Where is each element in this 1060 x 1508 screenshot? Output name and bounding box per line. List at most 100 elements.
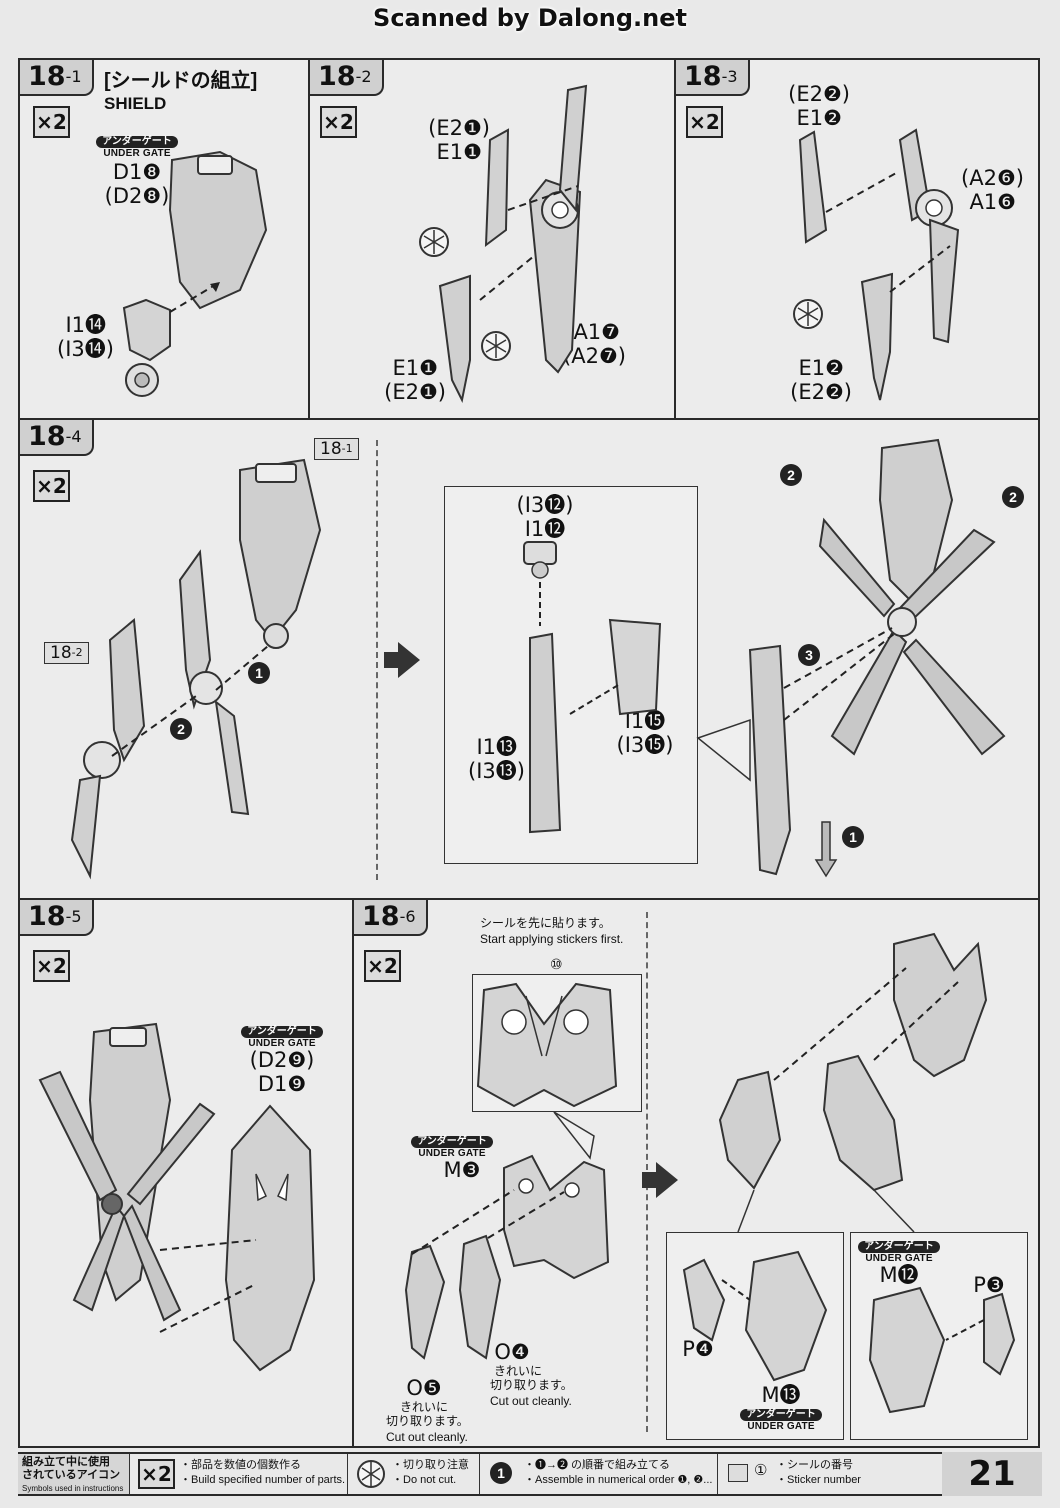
part-label: (E2❶): [384, 380, 446, 404]
part-label: (I3⓯): [616, 733, 674, 757]
legend-title: 組み立て中に使用: [22, 1456, 110, 1468]
armor-parts-drawing: [404, 932, 1016, 1414]
do-not-cut-icon: [357, 1460, 385, 1488]
next-arrow: [384, 642, 420, 678]
sticker-note: シールを先に貼ります。: [480, 916, 611, 930]
icon-legend: 組み立て中に使用 されているアイコン Symbols used in instr…: [18, 1452, 1042, 1496]
cut-note: きれいに: [494, 1364, 543, 1378]
step-18-3-panel: 18-3 ×2 (E2❷) E1❷ (A2❻) A1❻ E1❷ (E2❷): [674, 58, 1040, 420]
step-order-badge: 1: [842, 826, 864, 848]
cut-note-en: Cut out cleanly.: [490, 1394, 572, 1408]
part-label: (I3⓬): [516, 493, 574, 517]
part-label: P❸: [973, 1273, 1005, 1297]
step-order-badge: 1: [248, 662, 270, 684]
part-label: (I3⓮): [57, 337, 114, 361]
part-label: I1⓭: [476, 735, 517, 759]
part-label: A1❼: [573, 320, 620, 344]
sticker-note-en: Start applying stickers first.: [480, 932, 624, 946]
step-order-badge: 2: [1002, 486, 1024, 508]
part-label: O❹: [494, 1340, 530, 1364]
legend-text: ・シールの番号: [776, 1459, 853, 1471]
x2-icon: ×2: [364, 950, 401, 982]
legend-order-cell: 1 ・❶→❷ の順番で組み立てる ・Assemble in numerical …: [480, 1454, 718, 1494]
step-18-2-panel: 18-2 ×2 (E2❶) E1❶ A1❼ (A2❼) E1❶ (E2❶): [308, 58, 676, 420]
watermark: Scanned by Dalong.net: [373, 4, 687, 32]
legend-sticker-cell: ① ・シールの番号 ・Sticker number: [718, 1454, 898, 1494]
step-number: 18-5: [20, 900, 94, 936]
part-label: M❸: [443, 1158, 481, 1182]
legend-text: ・❶→❷ の順番で組み立てる: [524, 1459, 671, 1471]
reference-18-1: 18-1: [314, 438, 359, 460]
x2-icon: ×2: [33, 470, 70, 502]
step-number: 18-3: [676, 60, 750, 96]
x2-icon: ×2: [33, 950, 70, 982]
step-18-6-panel: 18-6 ×2 シールを先に貼ります。 Start applying stick…: [352, 898, 1040, 1448]
x2-icon: ×2: [138, 1459, 175, 1489]
step-order-badge: 2: [170, 718, 192, 740]
part-label: (E2❷): [788, 82, 850, 106]
part-label: (D2❾): [249, 1048, 315, 1072]
step-order-badge: 3: [798, 644, 820, 666]
legend-x2-cell: ×2 ・部品を数値の個数作る ・Build specified number o…: [130, 1454, 348, 1494]
part-label: E1❷: [798, 356, 844, 380]
part-label: (I3⓭): [468, 759, 525, 783]
legend-text: ・部品を数値の個数作る: [180, 1459, 301, 1471]
cut-note: きれいに: [400, 1400, 449, 1414]
step-number: 18-4: [20, 420, 94, 456]
part-label: D1❽: [112, 160, 162, 184]
part-label: E1❶: [392, 356, 438, 380]
legend-text: ・Sticker number: [776, 1474, 861, 1486]
step-number: 18-6: [354, 900, 428, 936]
part-label: (A2❻): [961, 166, 1024, 190]
shield-part-drawing: [122, 150, 268, 397]
step-subtitle: SHIELD: [104, 94, 167, 113]
x2-icon: ×2: [33, 106, 70, 138]
legend-text: ・切り取り注意: [392, 1459, 469, 1471]
part-label: E1❷: [796, 106, 842, 130]
part-label: O❺: [406, 1376, 442, 1400]
cut-note: 切り取ります。: [490, 1378, 573, 1392]
part-label: (A2❼): [563, 344, 626, 368]
legend-text: ・Build specified number of parts.: [180, 1474, 346, 1486]
part-label: E1❶: [436, 140, 482, 164]
x2-icon: ×2: [686, 106, 723, 138]
sticker-icon: [728, 1464, 748, 1482]
wing-part-drawing: [793, 128, 960, 401]
part-label: (E2❷): [790, 380, 852, 404]
divider-line: [376, 440, 378, 880]
legend-cut-cell: ・切り取り注意 ・Do not cut.: [348, 1454, 480, 1494]
part-label: M⓬: [879, 1263, 919, 1287]
next-arrow: [642, 1162, 678, 1198]
sticker-number-glyph: ①: [754, 1462, 768, 1479]
legend-title-en: Symbols used in instructions: [22, 1484, 124, 1493]
page-number: 21: [942, 1452, 1042, 1496]
legend-text: ・Do not cut.: [392, 1474, 457, 1486]
cut-note-en: Cut out cleanly.: [386, 1430, 468, 1444]
step-order-badge: 2: [780, 464, 802, 486]
legend-title: されているアイコン: [22, 1469, 121, 1481]
step-number: 18-2: [310, 60, 384, 96]
part-label: A1❻: [969, 190, 1016, 214]
part-label: D1❾: [257, 1072, 307, 1096]
reference-18-2: 18-2: [44, 642, 89, 664]
part-label: I1⓮: [65, 313, 106, 337]
sticker-number: ⑩: [550, 956, 563, 972]
legend-text: ・Assemble in numerical order ❶, ❷...: [524, 1474, 713, 1486]
part-label: P❹: [682, 1337, 714, 1361]
part-label: (D2❽): [104, 184, 170, 208]
x2-icon: ×2: [320, 106, 357, 138]
step-number: 18-1: [20, 60, 94, 96]
cut-note: 切り取ります。: [386, 1414, 469, 1428]
part-label: M⓭: [761, 1383, 801, 1407]
wing-part-drawing: [419, 84, 588, 404]
part-label: I1⓬: [524, 517, 566, 541]
step-title: [シールドの組立]: [104, 70, 258, 92]
part-label: (E2❶): [428, 116, 490, 140]
